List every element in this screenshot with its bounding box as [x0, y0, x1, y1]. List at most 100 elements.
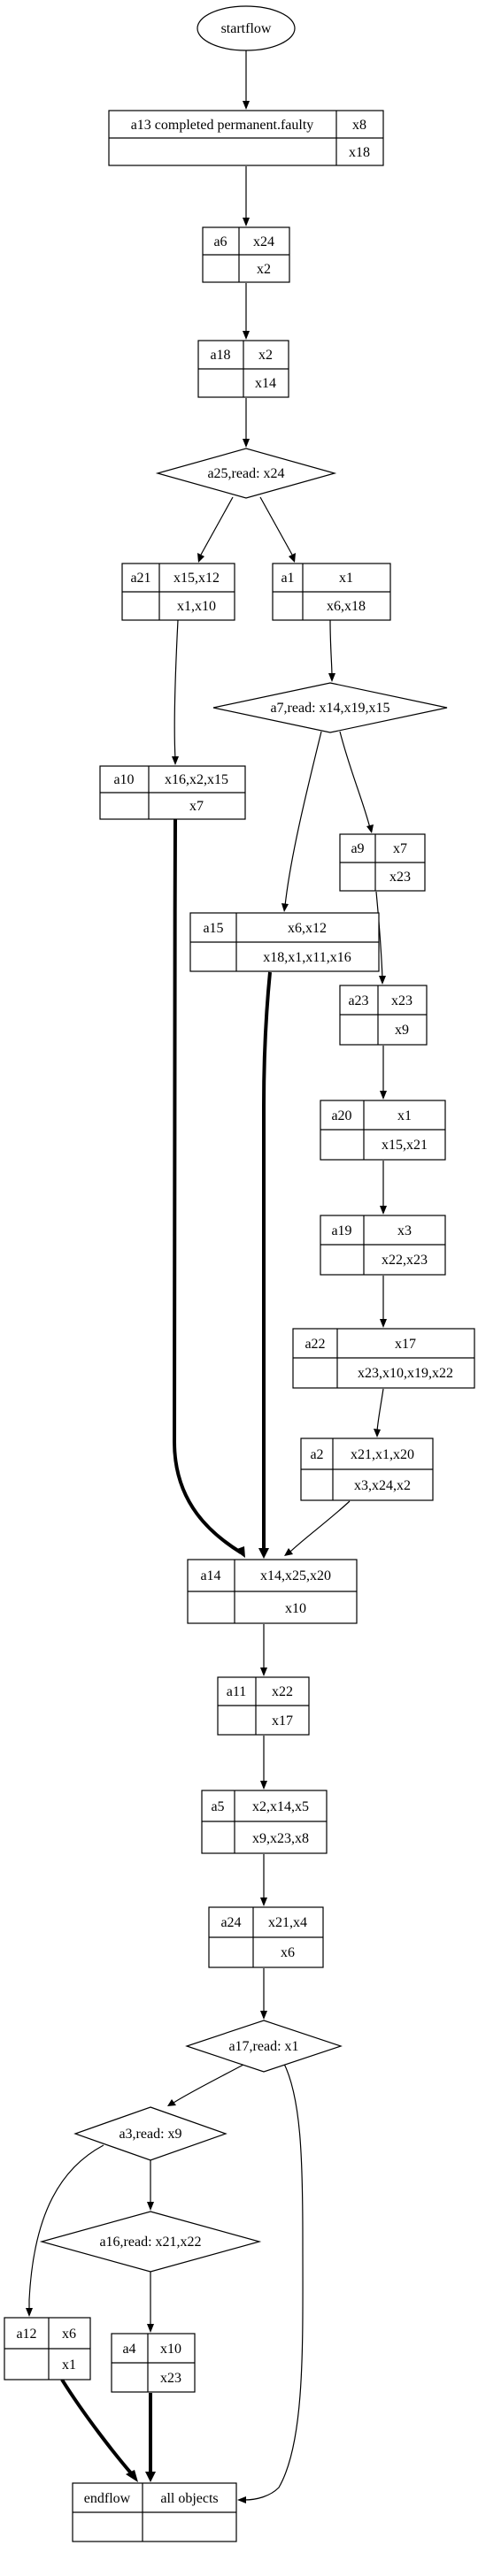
arrowhead	[235, 1546, 245, 1558]
edge-a9-a23	[375, 891, 383, 979]
a5-name: a5	[211, 1799, 224, 1814]
activity-a9: a9 x7 x23	[339, 833, 426, 892]
decision-a25: a25,read: x24	[155, 448, 337, 499]
arrowhead	[197, 553, 204, 563]
a4-read: x23	[160, 2371, 181, 2386]
edge-a7-a9	[339, 731, 371, 829]
arrowhead	[243, 101, 250, 110]
a21-read: x1,x10	[177, 599, 216, 614]
a23-read: x9	[395, 1023, 409, 1038]
start-node: startflow	[197, 5, 296, 51]
arrowhead	[366, 824, 374, 833]
edge-a12-end	[60, 2378, 135, 2477]
edge-a21-a10	[173, 619, 179, 760]
a20-name: a20	[331, 1108, 351, 1123]
edge-a25-a21	[200, 496, 234, 556]
arrowhead	[379, 976, 386, 985]
edge-a10-a14	[172, 817, 243, 1554]
a21-name: a21	[130, 571, 150, 586]
a2-read: x3,x24,x2	[354, 1478, 411, 1493]
a14-name: a14	[200, 1568, 220, 1583]
a15-write: x6,x12	[288, 921, 327, 936]
arrowhead	[328, 673, 335, 682]
activity-a11: a11 x22 x17	[217, 1676, 310, 1736]
a21-write: x15,x12	[173, 571, 220, 586]
activity-a13: a13 completed permanent.faulty x8 x18	[108, 110, 384, 166]
edges	[26, 50, 387, 2503]
a4-name: a4	[122, 2342, 135, 2357]
activity-a23: a23 x23 x9	[339, 985, 428, 1046]
a1-read: x6,x18	[327, 599, 366, 614]
end-node: endflow all objects	[72, 2482, 237, 2542]
a12-read: x1	[62, 2358, 76, 2373]
a10-read: x7	[189, 799, 204, 814]
arrowhead	[374, 1429, 381, 1438]
a5-write: x2,x14,x5	[252, 1799, 309, 1814]
a24-name: a24	[220, 1915, 241, 1930]
a10-name: a10	[113, 772, 134, 787]
arrowhead	[380, 1206, 387, 1215]
arrowhead	[380, 1091, 387, 1100]
a14-read: x10	[285, 1601, 306, 1616]
arrowhead	[243, 439, 250, 448]
a18-write: x2	[258, 348, 273, 363]
arrowhead	[147, 2324, 154, 2333]
a6-read: x2	[257, 262, 271, 277]
a22-write: x17	[395, 1337, 416, 1352]
a9-name: a9	[351, 841, 364, 856]
a20-write: x1	[397, 1108, 412, 1123]
end-label: endflow	[84, 2491, 131, 2506]
a1-write: x1	[339, 571, 353, 586]
arrowhead	[172, 756, 179, 765]
activity-a19: a19 x3 x22,x23	[320, 1215, 446, 1276]
a12-write: x6	[62, 2327, 76, 2342]
edge-a17-a3	[173, 2064, 244, 2104]
edge-a17-end	[243, 2061, 304, 2501]
a3-label: a3,read: x9	[119, 2127, 181, 2142]
arrowhead	[260, 1898, 267, 1906]
a19-name: a19	[331, 1223, 351, 1238]
edge-a2-a14	[289, 1500, 351, 1552]
a23-name: a23	[348, 993, 368, 1008]
a2-write: x21,x1,x20	[351, 1447, 414, 1462]
edge-a22-a2	[376, 1388, 384, 1432]
edge-a1-a7	[329, 619, 333, 677]
a16-label: a16,read: x21,x22	[99, 2235, 201, 2250]
a11-write: x22	[272, 1684, 293, 1699]
a25-label: a25,read: x24	[207, 466, 284, 481]
a24-write: x21,x4	[268, 1915, 307, 1930]
a15-name: a15	[203, 921, 223, 936]
a24-read: x6	[281, 1945, 295, 1960]
a2-name: a2	[310, 1447, 323, 1462]
activity-a21: a21 x15,x12 x1,x10	[121, 563, 235, 621]
a22-read: x23,x10,x19,x22	[358, 1366, 453, 1381]
activity-a18: a18 x2 x14	[197, 340, 289, 398]
arrowhead	[289, 553, 296, 563]
a10-write: x16,x2,x15	[165, 772, 228, 787]
arrowhead	[260, 1668, 267, 1676]
decision-a7: a7,read: x14,x19,x15	[212, 682, 448, 733]
a18-name: a18	[210, 348, 230, 363]
activity-a6: a6 x24 x2	[202, 226, 290, 283]
activity-a10: a10 x16,x2,x15 x7	[99, 765, 246, 820]
edge-a7-a15	[284, 731, 322, 907]
edge-a25-a1	[259, 496, 293, 556]
activity-a14: a14 x14,x25,x20 x10	[187, 1559, 358, 1624]
a18-read: x14	[255, 376, 276, 391]
a17-label: a17,read: x1	[228, 2039, 298, 2054]
a1-name: a1	[281, 571, 294, 586]
a23-write: x23	[391, 993, 412, 1008]
activity-a12: a12 x6 x1	[4, 2317, 91, 2380]
a22-name: a22	[305, 1337, 325, 1352]
a12-name: a12	[16, 2327, 36, 2342]
end-write: all objects	[160, 2491, 218, 2506]
arrowhead	[281, 903, 289, 912]
arrowhead	[260, 1781, 267, 1790]
arrowhead	[147, 2202, 154, 2211]
arrowhead	[237, 2496, 246, 2503]
activity-a15: a15 x6,x12 x18,x1,x11,x16	[189, 912, 380, 972]
arrowhead	[126, 2470, 138, 2482]
a20-read: x15,x21	[382, 1138, 428, 1153]
a13-name: a13 completed permanent.faulty	[131, 118, 314, 133]
